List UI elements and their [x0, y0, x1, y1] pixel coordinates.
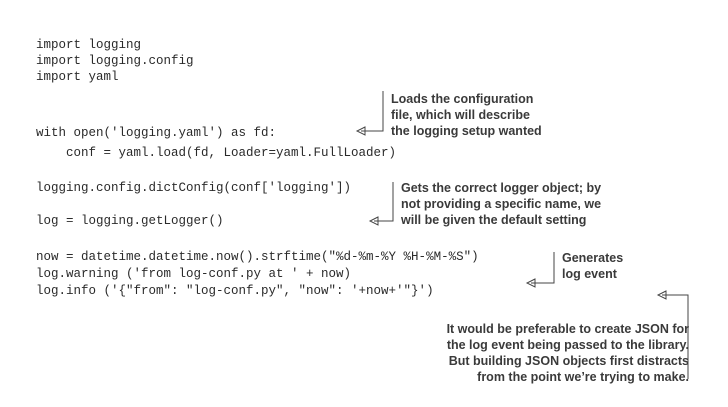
code-line-5: conf = yaml.load(fd, Loader=yaml.FullLoa… [36, 146, 397, 160]
callout-connector-2 [368, 182, 394, 226]
callout-connector-3 [525, 252, 555, 288]
code-line-9: log.warning ('from log-conf.py at ' + no… [36, 267, 352, 281]
annotation-get-logger: Gets the correct logger object; by not p… [401, 180, 601, 228]
code-line-8: now = datetime.datetime.now().strftime("… [36, 250, 479, 264]
code-line-2: import logging.config [36, 54, 194, 68]
code-line-1: import logging [36, 38, 142, 52]
annotation-line: will be given the default setting [401, 213, 587, 227]
annotation-line: file, which will describe [391, 108, 530, 122]
annotation-json-note: It would be preferable to create JSON fo… [447, 321, 689, 385]
code-line-10: log.info ('{"from": "log-conf.py", "now"… [36, 284, 434, 298]
annotation-line: the logging setup wanted [391, 124, 542, 138]
code-line-6: logging.config.dictConfig(conf['logging'… [36, 181, 352, 195]
code-line-4: with open('logging.yaml') as fd: [36, 126, 277, 140]
annotation-line: But building JSON objects first distract… [448, 354, 689, 368]
annotation-line: not providing a specific name, we [401, 197, 602, 211]
annotation-log-event: Generates log event [562, 250, 623, 282]
code-line-7: log = logging.getLogger() [36, 214, 224, 228]
annotation-line: Generates [562, 251, 624, 265]
annotation-line: It would be preferable to create JSON fo… [446, 322, 689, 336]
annotation-line: Gets the correct logger object; by [401, 181, 602, 195]
callout-connector-1 [355, 91, 384, 136]
annotation-config-file: Loads the configuration file, which will… [391, 91, 542, 139]
annotation-line: log event [562, 267, 617, 281]
annotation-line: from the point we’re trying to make. [477, 370, 689, 384]
annotation-line: Loads the configuration [391, 92, 534, 106]
annotation-line: the log event being passed to the librar… [446, 338, 689, 352]
code-line-3: import yaml [36, 70, 119, 84]
